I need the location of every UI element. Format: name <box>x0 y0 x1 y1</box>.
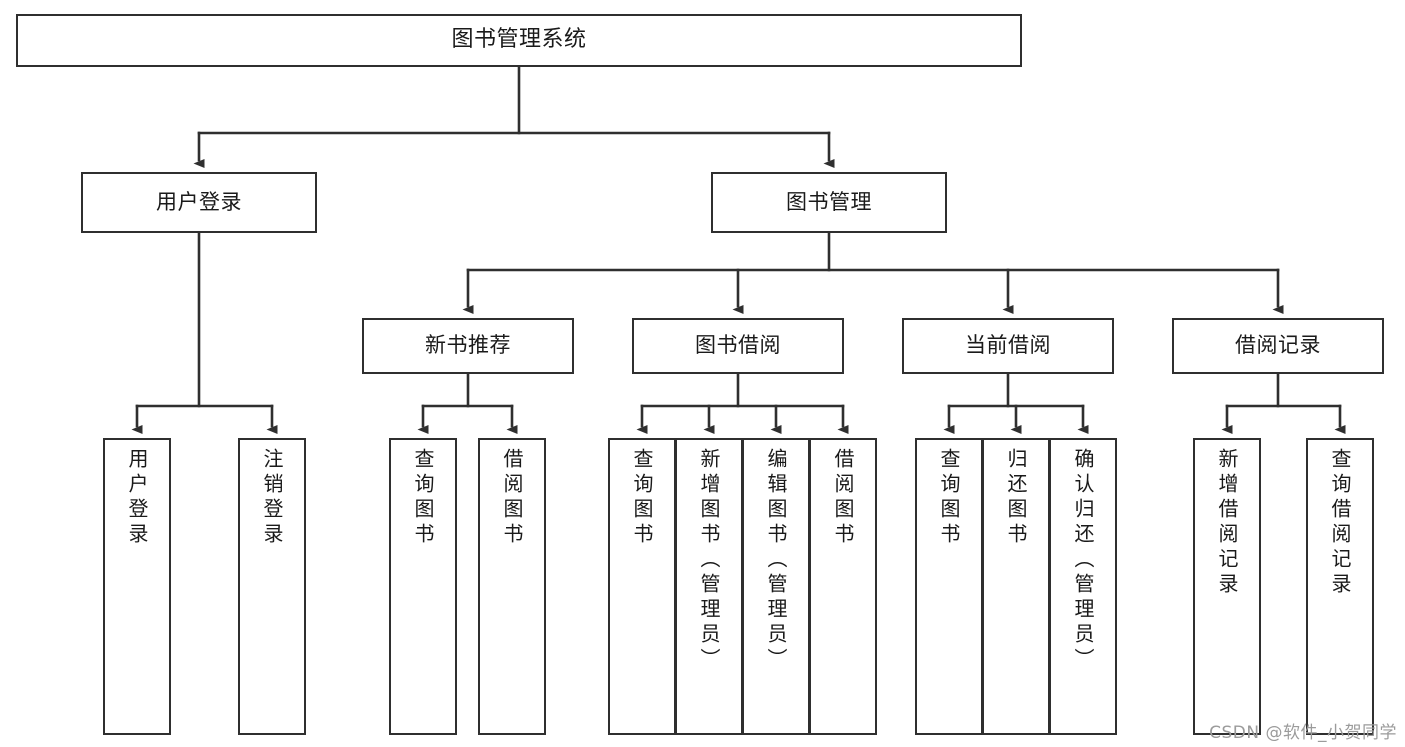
leaf-edit-book-label: 编辑图书（管理员） <box>764 448 788 673</box>
leaf-borrow-book-rec-label: 借阅图书 <box>500 448 524 548</box>
leaf-query-book-borrow-label: 查询图书 <box>630 448 654 548</box>
leaf-add-record[interactable]: 新增借阅记录 <box>1193 438 1261 735</box>
node-user-login[interactable]: 用户登录 <box>81 172 317 233</box>
node-new-book-rec[interactable]: 新书推荐 <box>362 318 574 374</box>
leaf-query-record-label: 查询借阅记录 <box>1328 448 1352 598</box>
leaf-query-book-rec[interactable]: 查询图书 <box>389 438 457 735</box>
leaf-borrow-book[interactable]: 借阅图书 <box>809 438 877 735</box>
node-root[interactable]: 图书管理系统 <box>16 14 1022 67</box>
leaf-user-login-label: 用户登录 <box>125 448 149 548</box>
leaf-add-book[interactable]: 新增图书（管理员） <box>675 438 743 735</box>
node-borrow-record[interactable]: 借阅记录 <box>1172 318 1384 374</box>
leaf-borrow-book-label: 借阅图书 <box>831 448 855 548</box>
leaf-return-book[interactable]: 归还图书 <box>982 438 1050 735</box>
leaf-query-record[interactable]: 查询借阅记录 <box>1306 438 1374 735</box>
leaf-confirm-return-label: 确认归还（管理员） <box>1071 448 1095 673</box>
node-borrow-record-label: 借阅记录 <box>1235 333 1321 358</box>
node-book-manage[interactable]: 图书管理 <box>711 172 947 233</box>
leaf-query-book-borrow[interactable]: 查询图书 <box>608 438 676 735</box>
watermark: CSDN @软件_小贺同学 <box>1209 723 1397 743</box>
leaf-query-book-rec-label: 查询图书 <box>411 448 435 548</box>
node-current-borrow[interactable]: 当前借阅 <box>902 318 1114 374</box>
node-root-label: 图书管理系统 <box>451 27 587 53</box>
node-user-login-label: 用户登录 <box>156 189 242 214</box>
leaf-confirm-return[interactable]: 确认归还（管理员） <box>1049 438 1117 735</box>
node-book-manage-label: 图书管理 <box>786 189 872 214</box>
node-book-borrow-label: 图书借阅 <box>695 333 781 358</box>
leaf-user-login[interactable]: 用户登录 <box>103 438 171 735</box>
leaf-borrow-book-rec[interactable]: 借阅图书 <box>478 438 546 735</box>
node-new-book-rec-label: 新书推荐 <box>425 333 511 358</box>
leaf-add-record-label: 新增借阅记录 <box>1215 448 1239 598</box>
leaf-query-book-current[interactable]: 查询图书 <box>915 438 983 735</box>
leaf-query-book-current-label: 查询图书 <box>937 448 961 548</box>
node-book-borrow[interactable]: 图书借阅 <box>632 318 844 374</box>
leaf-return-book-label: 归还图书 <box>1004 448 1028 548</box>
leaf-add-book-label: 新增图书（管理员） <box>697 448 721 673</box>
node-current-borrow-label: 当前借阅 <box>965 333 1051 358</box>
leaf-edit-book[interactable]: 编辑图书（管理员） <box>742 438 810 735</box>
leaf-logout[interactable]: 注销登录 <box>238 438 306 735</box>
leaf-logout-label: 注销登录 <box>260 448 284 548</box>
